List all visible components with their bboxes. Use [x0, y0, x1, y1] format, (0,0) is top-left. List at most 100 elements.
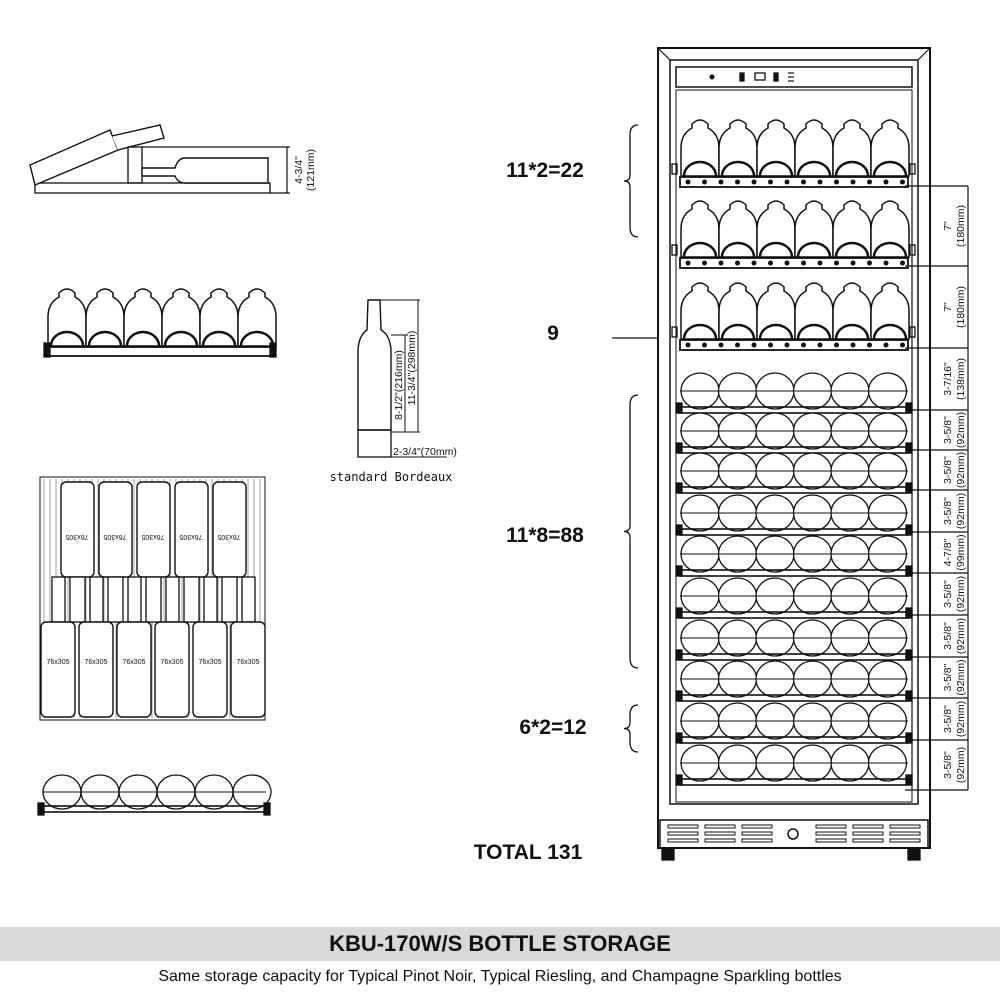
- dimension-mm: (92mm): [955, 747, 967, 783]
- cabinet-base: [659, 819, 929, 861]
- wine-bottle-upright: [718, 119, 758, 177]
- lying-bottle-row: [675, 619, 913, 661]
- dimension-inches: 3-7/16": [942, 362, 954, 396]
- bottle-size-label: 76x305: [103, 533, 126, 540]
- wine-bottle-upright: [832, 200, 872, 258]
- shelf-wire-node: [867, 342, 872, 348]
- wine-bottle-upright: [237, 288, 277, 347]
- bottle-base-ring: [163, 330, 199, 347]
- dimension-inches: 7": [942, 221, 954, 231]
- wine-bottle-upright: [794, 119, 834, 177]
- shelf-end: [675, 442, 683, 454]
- grille-slot: [815, 838, 847, 843]
- shelf-wire-node: [867, 260, 872, 266]
- upright-bottle-row: [671, 200, 916, 269]
- grille-slot: [667, 824, 699, 829]
- bottle-top-view-front: [78, 621, 114, 718]
- lying-row-drawing: [37, 774, 272, 816]
- dimension-mm: (180mm): [955, 205, 967, 247]
- footer-title-band: KBU-170W/S BOTTLE STORAGE: [0, 927, 1000, 961]
- bordeaux-bottle: [357, 299, 392, 431]
- shelf-wire-node: [817, 342, 823, 348]
- shelf-wire-node: [817, 179, 823, 185]
- bottle-base-ring: [239, 330, 275, 347]
- footer-subtitle: Same storage capacity for Typical Pinot …: [158, 968, 842, 985]
- bottle-base-ring: [682, 241, 718, 258]
- shelf-wire-node: [735, 179, 740, 185]
- wine-bottle-upright: [832, 282, 872, 340]
- shelf-wire-node: [817, 260, 823, 266]
- lying-bottle-row: [675, 412, 913, 454]
- bottle-size-label: 76x305: [161, 659, 184, 666]
- wine-bottle-upright: [756, 119, 796, 177]
- bottle-base-ring: [834, 241, 870, 258]
- shelf-wire-node: [883, 179, 889, 185]
- grille-slot: [815, 824, 847, 829]
- group-label-lying: 11*8=88: [506, 524, 584, 547]
- shelf-wire-node: [883, 342, 889, 348]
- bottle-base: [357, 429, 392, 458]
- bottle-top-view-front: [40, 621, 76, 718]
- shelf-end: [675, 482, 683, 494]
- total-capacity: TOTAL 131: [474, 841, 583, 864]
- shelf-wire-node: [883, 260, 889, 266]
- bottle-base-ring: [720, 241, 756, 258]
- side-height-mm: (121mm): [305, 149, 317, 191]
- wire-shelf: [679, 339, 909, 351]
- bottle-base-ring: [125, 330, 161, 347]
- shelf-wire-node: [867, 179, 872, 185]
- bottle-size-label: 76x305: [65, 533, 88, 540]
- shelf-wire-node: [751, 179, 757, 185]
- bottle-base-ring: [201, 330, 237, 347]
- dimension-mm: (92mm): [955, 618, 967, 654]
- group-label-upright: 11*2=22: [506, 159, 584, 182]
- shelf-wire-node: [718, 260, 724, 266]
- dimension-inches: 3-5/8": [942, 416, 954, 444]
- shelf-end: [905, 402, 913, 414]
- bottle-top-view-back: [98, 481, 133, 578]
- bottle-size-label: 76x305: [199, 659, 222, 666]
- grille-slot: [889, 838, 921, 843]
- shelf-end: [905, 732, 913, 744]
- bottle-neck-top-view: [203, 576, 218, 623]
- wine-bottle-upright: [870, 119, 910, 177]
- wine-bottle-upright: [756, 282, 796, 340]
- shelf-wire-node: [850, 260, 856, 266]
- shelf-end: [905, 690, 913, 702]
- bottle-base-ring: [872, 241, 908, 258]
- bottle-size-label: 76x305: [123, 659, 146, 666]
- wire-shelf: [679, 486, 909, 494]
- shelf-wire-node: [801, 260, 806, 266]
- bottle-base-ring: [758, 241, 794, 258]
- shelf-end: [905, 482, 913, 494]
- dimension-inches: 3-5/8": [942, 622, 954, 650]
- shelf-end: [905, 774, 913, 786]
- shelf-end: [269, 342, 277, 358]
- shelf-end: [43, 342, 51, 358]
- bottle-size-label: 76x305: [141, 533, 164, 540]
- shelf-end: [905, 649, 913, 661]
- cabinet-foot: [661, 847, 675, 861]
- wine-bottle-upright: [870, 200, 910, 258]
- bottle-base-ring: [796, 323, 832, 340]
- group-label-bottom: 6*2=12: [519, 716, 586, 739]
- wine-bottle-upright: [680, 200, 720, 258]
- wine-bottle-upright: [870, 282, 910, 340]
- grille-slot: [704, 824, 736, 829]
- grille-slot: [741, 824, 773, 829]
- top-view-frame: [39, 476, 266, 721]
- wine-bottle-upright: [85, 288, 125, 347]
- ventilation-grille: [659, 819, 929, 849]
- shelf-end: [905, 442, 913, 454]
- brace: [623, 704, 639, 753]
- bottle-base-ring: [834, 160, 870, 177]
- shelf-wire-node: [784, 260, 790, 266]
- bottle-neck-top-view: [221, 576, 238, 623]
- bottle-neck-top-view: [51, 576, 66, 623]
- shelf-end: [675, 524, 683, 536]
- wire-shelf: [44, 346, 276, 357]
- shelf-wire-node: [735, 260, 740, 266]
- grille-slot: [852, 831, 884, 836]
- bottle-base-ring: [872, 323, 908, 340]
